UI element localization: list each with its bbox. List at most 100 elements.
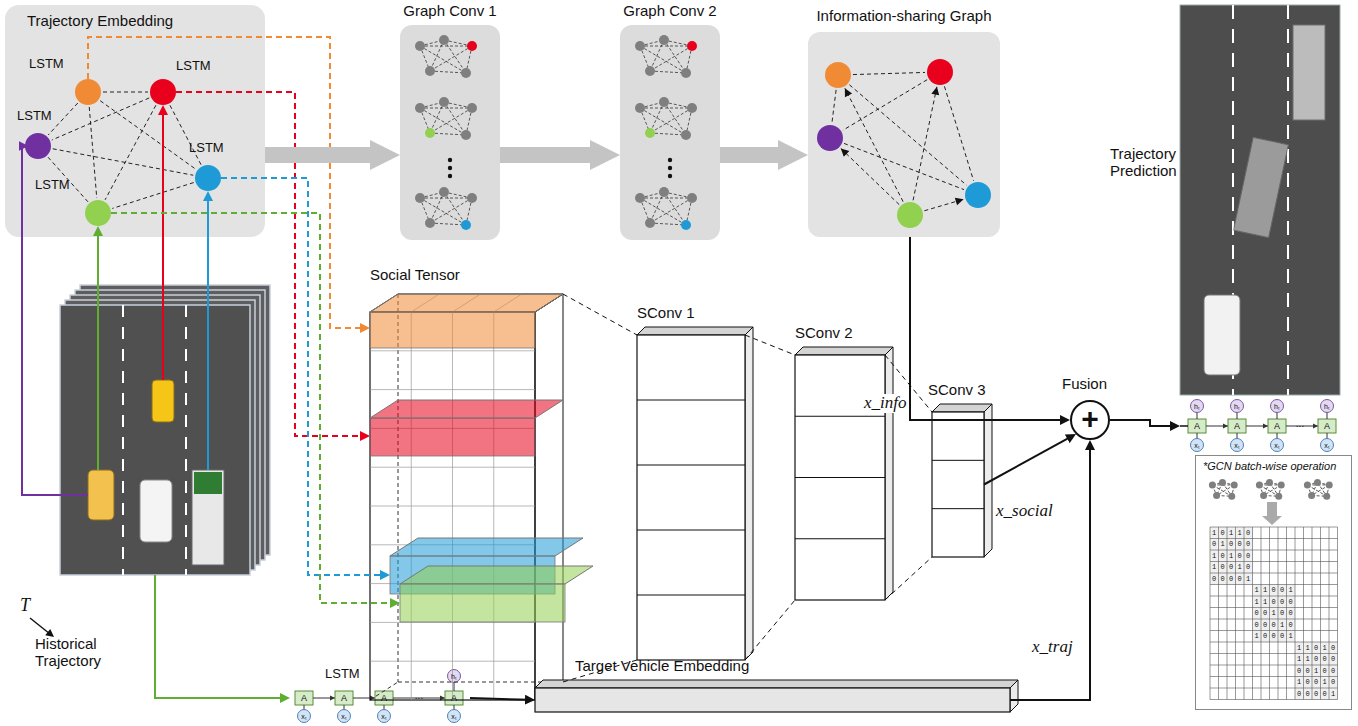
tensor-side — [535, 294, 563, 700]
matrix-row: 0 0 0 0 1 — [1212, 575, 1250, 584]
slice-top — [390, 538, 583, 556]
graph-dot — [659, 97, 669, 107]
node-text: SConv 3 — [928, 381, 986, 398]
graph-link — [420, 198, 472, 199]
taxi — [152, 380, 174, 422]
grid-line — [370, 506, 535, 507]
cell-symbol: xₜ — [1194, 442, 1200, 449]
grid-line — [370, 661, 535, 662]
cell-symbol: xₜ — [301, 713, 307, 720]
arrow-head — [45, 629, 54, 637]
graph-conv-panel: Graph Conv 2 — [620, 25, 720, 240]
graph-dot — [1231, 481, 1238, 488]
graph-dot — [1209, 481, 1216, 488]
cell-symbol: A — [301, 694, 307, 703]
matrix-row: 1 1 0 0 0 — [1255, 598, 1293, 607]
connector — [563, 294, 637, 335]
dot — [668, 174, 672, 178]
input-node — [378, 710, 391, 723]
panel: Trajectory EmbeddingLSTMLSTMLSTMLSTMLSTM — [5, 5, 265, 237]
graph-dot — [1308, 492, 1315, 499]
connector — [984, 436, 1072, 484]
slice — [370, 418, 535, 456]
matrix-row: 0 0 0 1 0 — [1255, 621, 1293, 630]
graph-link — [650, 223, 686, 225]
matrix-row: 1 1 0 0 1 — [1255, 586, 1293, 595]
box-side — [745, 327, 753, 660]
chain-link — [1180, 425, 1188, 427]
graph-link — [430, 108, 472, 133]
chain-link — [454, 683, 455, 692]
matrix-row: 1 0 1 0 0 — [1212, 552, 1250, 561]
graph-link — [48, 157, 88, 202]
matrix-row: 1 0 0 1 0 — [1212, 563, 1250, 572]
graph-link — [853, 72, 925, 74]
graph-link — [832, 90, 836, 123]
graph-dot — [461, 220, 471, 230]
matrix-row: 1 0 1 1 0 — [1212, 529, 1250, 538]
graph-link — [664, 102, 686, 135]
graph-dot — [681, 220, 691, 230]
box-face — [795, 355, 885, 600]
graph-link — [640, 198, 692, 199]
slice — [370, 312, 535, 348]
graph-dot — [467, 41, 477, 51]
arrow-head — [1223, 424, 1228, 429]
node-text: LSTM — [35, 178, 70, 193]
output-node — [448, 670, 461, 683]
node-text: LSTM — [29, 57, 64, 72]
graph-dot — [1219, 479, 1226, 486]
cell-symbol: xₜ — [1234, 442, 1240, 449]
slice-top — [400, 566, 593, 584]
lstm-cell — [335, 691, 353, 705]
node-text: Historical Trajectory — [35, 635, 117, 670]
dot — [448, 166, 452, 170]
row-line — [795, 416, 885, 417]
lstm-cell — [1188, 419, 1206, 433]
cell-symbol: A — [1194, 422, 1200, 431]
graph-link — [650, 198, 692, 223]
cell-symbol: A — [451, 694, 457, 703]
cell-symbol: xₜ — [381, 713, 387, 720]
graph-link — [53, 149, 194, 175]
truck — [192, 470, 224, 565]
node-text: SConv 1 — [637, 304, 695, 321]
box-top — [535, 680, 1018, 688]
graph-link — [843, 80, 927, 131]
cell-symbol: hₜ — [1194, 403, 1200, 410]
box-top — [932, 404, 992, 412]
slice — [400, 584, 565, 622]
graph-node — [927, 59, 953, 85]
graph-dot — [415, 41, 425, 51]
cell-symbol: xₜ — [341, 713, 347, 720]
road — [60, 305, 250, 575]
cell-symbol: xₜ — [451, 713, 457, 720]
graph-link — [444, 192, 466, 225]
lstm-cell — [375, 691, 393, 705]
graph-dot — [461, 68, 471, 78]
graph-dot — [439, 97, 449, 107]
graph-link — [112, 183, 193, 209]
graph-dot — [415, 103, 425, 113]
input-node — [1191, 439, 1204, 452]
arrow-head — [1262, 516, 1282, 525]
cell-symbol: A — [381, 694, 387, 703]
arrow-head — [1313, 424, 1318, 429]
connector — [207, 196, 209, 470]
node-text: Information-sharing Graph — [798, 7, 1010, 24]
grid-line — [1337, 527, 1338, 700]
grid-line — [1210, 630, 1338, 631]
graph-link — [841, 148, 899, 204]
lstm-cell — [1318, 419, 1336, 433]
grid-line — [1210, 561, 1338, 562]
grid-line — [1210, 676, 1338, 677]
grid-line — [370, 389, 535, 390]
cell-symbol: A — [341, 694, 347, 703]
grid-line — [1210, 573, 1338, 574]
matrix-row: 1 0 0 0 1 — [1255, 632, 1293, 641]
graph-link — [52, 98, 149, 140]
graph-link — [444, 40, 466, 73]
graph-dot — [681, 130, 691, 140]
